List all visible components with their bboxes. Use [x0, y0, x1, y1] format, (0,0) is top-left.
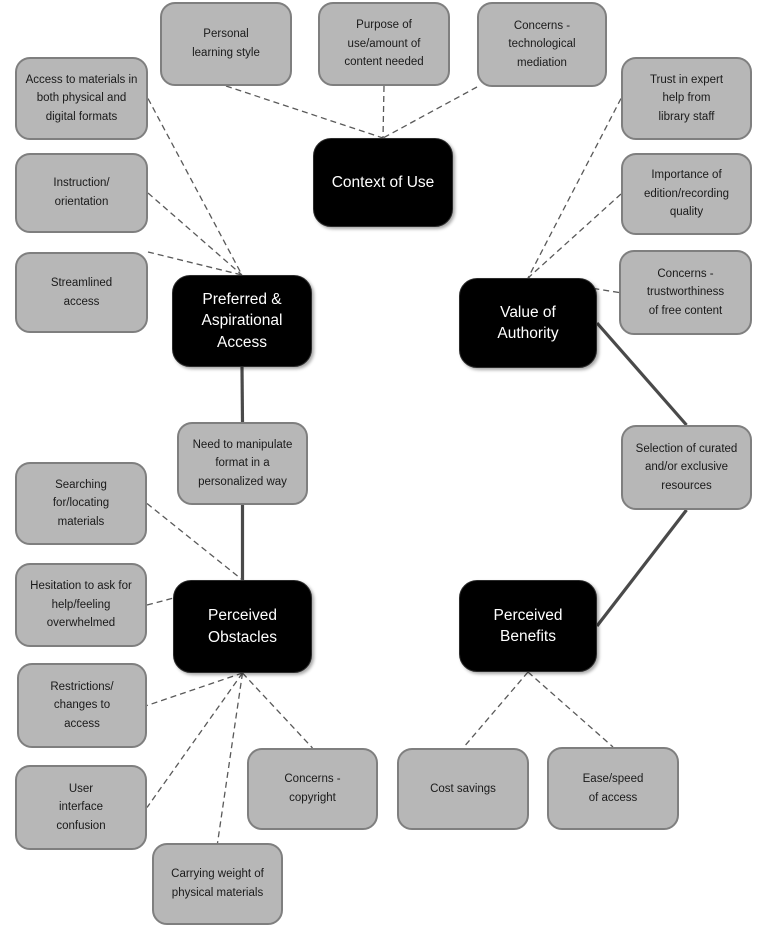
sub-node-hesitation: Hesitation to ask for help/feeling overw… [15, 563, 147, 647]
edge-purpose-context [382, 85, 385, 139]
node-label: Personal learning style [192, 28, 260, 59]
node-label: Concerns - technological mediation [508, 19, 576, 69]
sub-node-streamlined: Streamlined access [15, 252, 148, 333]
node-label: Selection of curated and/or exclusive re… [635, 442, 738, 492]
main-node-preferred: Preferred & Aspirational Access [172, 275, 312, 367]
sub-node-concerns_tech: Concerns - technological mediation [477, 2, 607, 87]
edge-benefits-ease [527, 671, 614, 748]
edge-importance-value [527, 193, 622, 279]
edge-trust-value [527, 98, 622, 279]
node-label: User interface confusion [56, 782, 106, 832]
sub-node-need: Need to manipulate format in a personali… [177, 422, 308, 505]
edge-concerns_tech-context [382, 86, 478, 139]
edge-concerns_trust-value [527, 277, 620, 294]
node-label: Purpose of use/amount of content needed [344, 19, 424, 69]
sub-node-access: Access to materials in both physical and… [15, 57, 148, 140]
node-label: Perceived Obstacles [208, 607, 277, 646]
sub-node-restrictions: Restrictions/ changes to access [17, 663, 147, 748]
node-label: Perceived Benefits [493, 606, 563, 645]
edge-selection-benefits [595, 509, 688, 627]
node-label: Access to materials in both physical and… [25, 73, 138, 123]
node-label: Preferred & Aspirational Access [201, 290, 283, 351]
node-label: Restrictions/ changes to access [50, 680, 114, 730]
main-node-context: Context of Use [313, 138, 453, 227]
edge-obstacles-user_interface [146, 672, 244, 808]
sub-node-purpose: Purpose of use/amount of content needed [318, 2, 450, 86]
edge-obstacles-restrictions [146, 672, 243, 707]
edge-access-preferred [147, 98, 243, 276]
node-label: Trust in expert help from library staff [649, 73, 724, 123]
edge-searching-obstacles [146, 502, 243, 581]
node-label: Concerns - copyright [284, 773, 341, 804]
node-label: Streamlined access [50, 276, 113, 308]
edge-streamlined-preferred [147, 251, 243, 276]
node-label: Carrying weight of physical materials [171, 868, 264, 899]
sub-node-importance: Importance of edition/recording quality [621, 153, 752, 235]
main-node-value: Value of Authority [459, 278, 597, 368]
sub-node-instruction: Instruction/ orientation [15, 153, 148, 233]
node-label: Searching for/locating materials [52, 478, 110, 528]
node-label: Need to manipulate format in a personali… [192, 438, 293, 488]
node-label: Context of Use [331, 173, 435, 191]
node-label: Value of Authority [497, 303, 559, 342]
node-label: Concerns - trustworthiness of free conte… [646, 267, 725, 317]
edge-obstacles-copyright [242, 672, 313, 749]
sub-node-trust: Trust in expert help from library staff [621, 57, 752, 140]
sub-node-cost: Cost savings [397, 748, 529, 830]
edge-benefits-cost [462, 671, 529, 749]
edge-value-selection [595, 321, 688, 427]
sub-node-selection: Selection of curated and/or exclusive re… [621, 425, 752, 510]
node-label: Ease/speed of access [582, 772, 644, 804]
node-label: Hesitation to ask for help/feeling overw… [30, 580, 132, 630]
main-node-benefits: Perceived Benefits [459, 580, 597, 672]
sub-node-concerns_trust: Concerns - trustworthiness of free conte… [619, 250, 752, 335]
edge-instruction-preferred [147, 192, 243, 276]
sub-node-personal: Personal learning style [160, 2, 292, 86]
sub-node-searching: Searching for/locating materials [15, 462, 147, 545]
node-label: Importance of edition/recording quality [643, 169, 730, 219]
node-label: Cost savings [430, 782, 496, 795]
sub-node-copyright: Concerns - copyright [247, 748, 378, 830]
sub-node-carrying: Carrying weight of physical materials [152, 843, 283, 925]
main-node-obstacles: Perceived Obstacles [173, 580, 312, 673]
node-label: Instruction/ orientation [53, 177, 110, 208]
sub-node-user_interface: User interface confusion [15, 765, 147, 850]
edge-obstacles-carrying [216, 672, 244, 844]
edge-preferred-need [240, 366, 245, 423]
edge-personal-context [225, 85, 384, 139]
sub-node-ease: Ease/speed of access [547, 747, 679, 830]
